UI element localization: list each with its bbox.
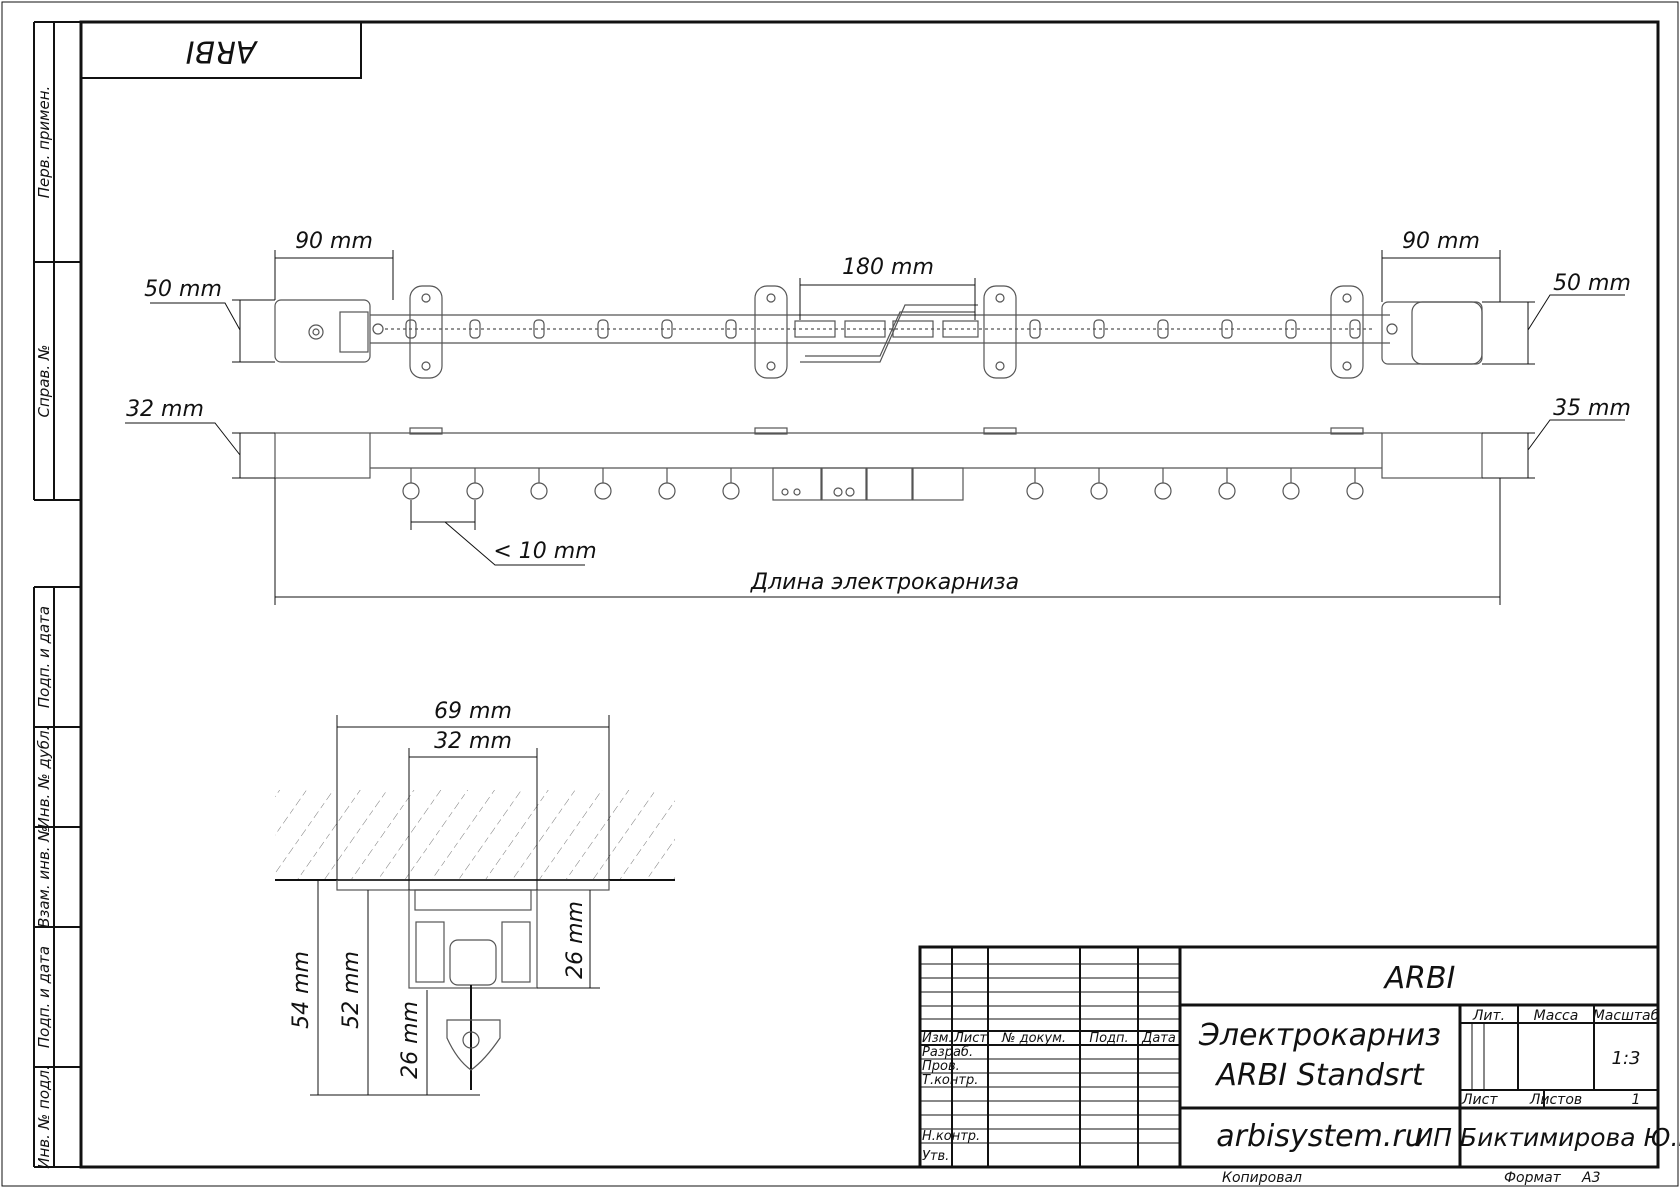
value-listov: 1 <box>1632 1092 1641 1108</box>
dim-section-height-mid: 52 mm <box>339 951 364 1029</box>
side-label-inv-dubl: Инв. № дубл. <box>35 726 53 829</box>
runners-front-right <box>1026 468 1364 500</box>
bracket-2 <box>754 285 788 379</box>
left-motor-front <box>274 432 371 479</box>
row-prov: Пров. <box>922 1059 960 1074</box>
overlap-master-carriers <box>794 304 979 363</box>
title-product-line1: Электрокарниз <box>1198 1018 1441 1053</box>
col-izm: Изм. <box>922 1031 953 1046</box>
label-list: Лист <box>1461 1092 1498 1108</box>
ceiling-hatch <box>275 790 675 880</box>
dim-section-inner-width: 32 mm <box>434 729 512 754</box>
title-company: ARBI <box>1383 961 1456 996</box>
dim-right-motor-width: 90 mm <box>1402 229 1480 254</box>
dimension-lines <box>125 250 1625 605</box>
dim-section-height-rail: 26 mm <box>563 901 588 979</box>
top-stamp: ARBI <box>80 21 362 79</box>
dim-section-height-hook: 26 mm <box>398 1001 423 1079</box>
dim-right-profile-height: 35 mm <box>1553 396 1631 421</box>
label-format: Формат <box>1504 1170 1562 1186</box>
title-product-line2: ARBI Standsrt <box>1214 1058 1425 1093</box>
label-massa: Масса <box>1534 1008 1579 1024</box>
row-razrab: Разраб. <box>922 1045 973 1060</box>
side-label-vzam: Взам. инв. № <box>35 826 53 928</box>
dim-runner-gap: < 10 mm <box>493 539 596 564</box>
left-motor-top <box>274 299 371 363</box>
rail-profile <box>408 889 538 989</box>
col-data: Дата <box>1141 1031 1176 1046</box>
side-label-perv: Перв. примен. <box>35 86 53 199</box>
row-tkontr: Т.контр. <box>922 1073 978 1088</box>
title-author: ИП Биктимирова Ю.Б. <box>1414 1123 1680 1152</box>
runners-top-left <box>405 319 737 339</box>
col-list: Лист <box>953 1031 987 1046</box>
bracket-1 <box>409 285 443 379</box>
label-lit: Лит. <box>1472 1008 1505 1024</box>
dim-center-overlap: 180 mm <box>842 255 934 280</box>
drawing-frame <box>79 20 1660 1169</box>
label-kopiroval: Копировал <box>1222 1170 1302 1186</box>
row-nkontr: Н.контр. <box>922 1129 980 1144</box>
label-listov: Листов <box>1529 1092 1582 1108</box>
side-strip: Перв. примен. Справ. № Подп. и дата Инв.… <box>33 21 81 1169</box>
side-label-podp1: Подп. и дата <box>35 606 53 708</box>
hook <box>446 1019 501 1071</box>
right-motor-top <box>1381 301 1483 365</box>
runners-front-left <box>402 468 740 500</box>
title-website: arbisystem.ru <box>1216 1119 1423 1154</box>
dim-right-motor-height: 50 mm <box>1553 271 1631 296</box>
side-label-podp2: Подп. и дата <box>35 946 53 1048</box>
dim-left-profile-height: 32 mm <box>126 397 204 422</box>
top-view <box>274 285 1483 379</box>
bracket-3 <box>983 285 1017 379</box>
side-label-inv-podl: Инв. № подл. <box>35 1065 53 1168</box>
front-master-carriers <box>772 467 964 501</box>
dim-total-length: Длина электрокарниза <box>750 570 1019 595</box>
dim-section-height-total: 54 mm <box>289 951 314 1029</box>
title-block <box>918 945 1660 1169</box>
right-motor-front <box>1381 432 1483 479</box>
runners-top-right <box>1029 319 1361 339</box>
dim-section-width: 69 mm <box>434 699 512 724</box>
value-scale: 1:3 <box>1612 1048 1641 1069</box>
front-view <box>274 427 1483 501</box>
label-masshtab: Масштаб <box>1593 1008 1660 1024</box>
col-docnum: № докум. <box>1001 1031 1066 1046</box>
dim-left-motor-height: 50 mm <box>144 277 222 302</box>
value-format: А3 <box>1581 1170 1600 1186</box>
row-utv: Утв. <box>922 1149 949 1164</box>
side-label-sprav: Справ. № <box>35 345 53 418</box>
cross-section <box>275 715 675 1096</box>
top-stamp-text: ARBI <box>185 34 258 69</box>
dim-left-motor-width: 90 mm <box>295 229 373 254</box>
bracket-4 <box>1330 285 1364 379</box>
col-podp: Подп. <box>1089 1031 1128 1046</box>
